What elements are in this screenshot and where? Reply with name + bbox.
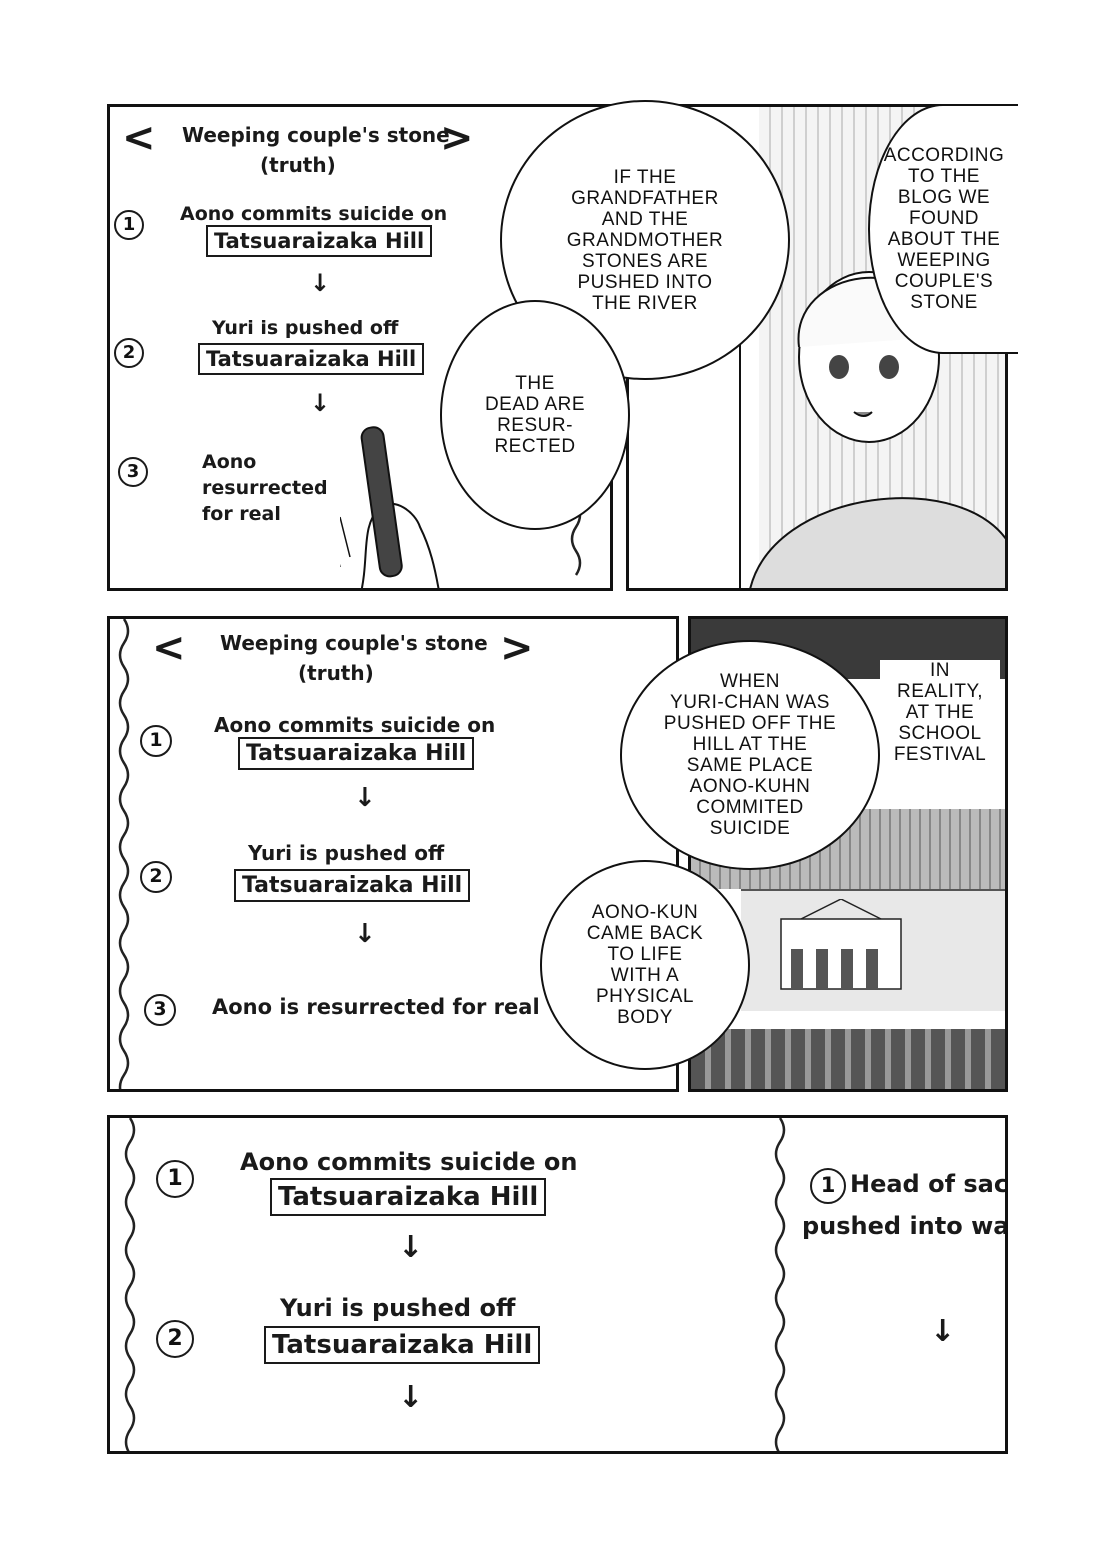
down-arrow-icon: ↓ (930, 1314, 956, 1349)
stage-building (780, 899, 902, 990)
location-box: Tatsuaraizaka Hill (264, 1326, 541, 1364)
note-title: Weeping couple's stone (220, 631, 488, 655)
step-text: Aono is resurrected for real (212, 995, 540, 1019)
location-box: Tatsuaraizaka Hill (234, 869, 471, 902)
location-box: Tatsuaraizaka Hill (270, 1178, 547, 1216)
down-arrow-icon: ↓ (310, 389, 331, 417)
note-subtitle: (truth) (260, 153, 336, 177)
step-text: Aono commits suicide on (214, 713, 496, 737)
step-text: Yuri is pushed off (212, 317, 399, 339)
step-number: 2 (140, 861, 172, 893)
down-arrow-icon: ↓ (354, 783, 376, 813)
step-number: 2 (156, 1320, 194, 1358)
chevron-left-icon: < (152, 625, 186, 671)
chevron-right-icon: > (500, 625, 534, 671)
location-box: Tatsuaraizaka Hill (238, 737, 475, 770)
speech-bubble: WHEN YURI-CHAN WAS PUSHED OFF THE HILL A… (620, 640, 880, 870)
speech-bubble: THE DEAD ARE RESUR- RECTED (440, 300, 630, 530)
torn-edge (118, 619, 130, 1089)
step-text: Head of sac (850, 1170, 1008, 1198)
down-arrow-icon: ↓ (398, 1380, 424, 1415)
step-number: 1 (140, 725, 172, 757)
step-text: Aono (202, 451, 257, 473)
step-number: 1 (810, 1168, 846, 1204)
location-box: Tatsuaraizaka Hill (198, 343, 425, 375)
step-text: Aono commits suicide on (180, 203, 448, 225)
speech-text: IF THE GRANDFATHER AND THE GRANDMOTHER S… (566, 166, 724, 314)
step-number: 1 (156, 1160, 194, 1198)
step-text: pushed into wa (802, 1212, 1008, 1240)
speech-bubble: AONO-KUN CAME BACK TO LIFE WITH A PHYSIC… (540, 860, 750, 1070)
step-number: 1 (114, 210, 144, 240)
step-number: 3 (144, 994, 176, 1026)
step-number: 2 (114, 338, 144, 368)
panel-3: 1 Aono commits suicide on Tatsuaraizaka … (107, 1115, 1008, 1454)
panel-1-right (626, 104, 1008, 591)
down-arrow-icon: ↓ (354, 919, 376, 949)
speech-bubble: ACCORDING TO THE BLOG WE FOUND ABOUT THE… (868, 104, 1018, 354)
step-number: 3 (118, 457, 148, 487)
hand-with-pen (340, 426, 440, 588)
speech-text: THE DEAD ARE RESUR- RECTED (484, 373, 586, 457)
speech-text: WHEN YURI-CHAN WAS PUSHED OFF THE HILL A… (663, 671, 837, 839)
step-text: Yuri is pushed off (248, 841, 445, 865)
step-text: resurrected (202, 477, 328, 499)
torn-edge (124, 1118, 136, 1451)
chevron-right-icon: > (440, 115, 474, 161)
audience (691, 1029, 1005, 1089)
down-arrow-icon: ↓ (398, 1230, 424, 1265)
chevron-left-icon: < (122, 115, 156, 161)
step-text: Yuri is pushed off (280, 1294, 516, 1322)
speech-text: ACCORDING TO THE BLOG WE FOUND ABOUT THE… (883, 145, 1005, 313)
step-text: Aono commits suicide on (240, 1148, 578, 1176)
step-text: for real (202, 503, 281, 525)
note-title: Weeping couple's stone (182, 123, 450, 147)
caption-text: IN REALITY, AT THE SCHOOL FESTIVAL (880, 660, 1000, 765)
note-subtitle: (truth) (298, 661, 374, 685)
down-arrow-icon: ↓ (310, 269, 331, 297)
speech-text: AONO-KUN CAME BACK TO LIFE WITH A PHYSIC… (586, 902, 704, 1028)
torn-edge (774, 1118, 786, 1451)
location-box: Tatsuaraizaka Hill (206, 225, 433, 257)
